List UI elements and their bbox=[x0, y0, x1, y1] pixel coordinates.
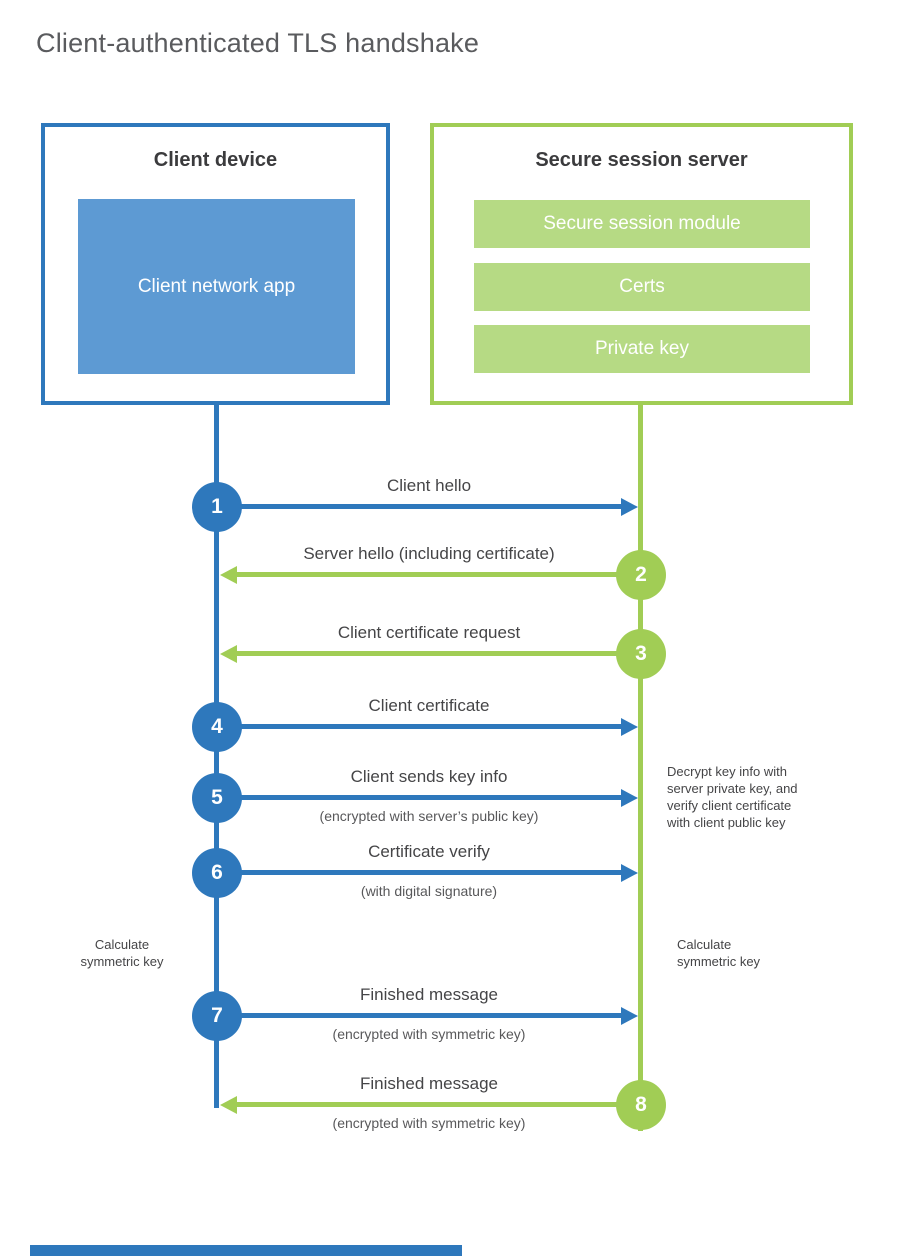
note-decrypt-key-info: Decrypt key info with server private key… bbox=[667, 764, 798, 830]
step-number: 1 bbox=[211, 495, 223, 518]
message-sublabel: (encrypted with symmetric key) bbox=[332, 1115, 526, 1131]
message-sublabel: (encrypted with server’s public key) bbox=[319, 808, 539, 824]
message-sublabel: (with digital signature) bbox=[360, 883, 498, 899]
message-sublabel: (encrypted with symmetric key) bbox=[332, 1026, 526, 1042]
step-number-badge: 5 bbox=[192, 773, 242, 823]
client-network-app-box: Client network app bbox=[78, 199, 355, 374]
message-arrow-line bbox=[230, 795, 621, 800]
message-arrow-line bbox=[230, 724, 621, 729]
message-arrow-line bbox=[237, 572, 628, 577]
message-label: Client certificate bbox=[368, 696, 490, 715]
message-arrow-line bbox=[237, 1102, 628, 1107]
step-number-badge: 4 bbox=[192, 702, 242, 752]
step-number: 6 bbox=[211, 861, 223, 884]
message-label: Client sends key info bbox=[350, 767, 508, 786]
server-module-bar: Secure session module bbox=[474, 200, 810, 248]
message-label: Finished message bbox=[360, 1074, 498, 1093]
message-arrowhead-icon bbox=[621, 718, 638, 736]
message-arrow-line bbox=[230, 1013, 621, 1018]
client-device-title: Client device bbox=[153, 149, 278, 171]
step-number-badge: 1 bbox=[192, 482, 242, 532]
note-calculate-symmetric-key-client: Calculate symmetric key bbox=[80, 937, 164, 969]
message-arrowhead-icon bbox=[220, 566, 237, 584]
step-number-badge: 3 bbox=[616, 629, 666, 679]
message-arrow-line bbox=[237, 651, 628, 656]
message-arrow-line bbox=[230, 504, 621, 509]
message-arrowhead-icon bbox=[621, 498, 638, 516]
message-arrowhead-icon bbox=[621, 864, 638, 882]
step-number: 4 bbox=[211, 715, 223, 738]
message-label: Client hello bbox=[386, 476, 472, 495]
step-number-badge: 8 bbox=[616, 1080, 666, 1130]
note-calculate-symmetric-key-server: Calculate symmetric key bbox=[677, 937, 761, 969]
step-number-badge: 7 bbox=[192, 991, 242, 1041]
message-label: Client certificate request bbox=[337, 623, 521, 642]
server-lifeline bbox=[638, 405, 643, 1131]
message-label: Finished message bbox=[360, 985, 498, 1004]
message-arrowhead-icon bbox=[220, 1096, 237, 1114]
page-title: Client-authenticated TLS handshake bbox=[36, 28, 480, 58]
message-label: Certificate verify bbox=[368, 842, 490, 861]
message-arrowhead-icon bbox=[220, 645, 237, 663]
step-number: 8 bbox=[635, 1093, 647, 1116]
step-number-badge: 6 bbox=[192, 848, 242, 898]
step-number: 2 bbox=[635, 563, 647, 586]
message-label: Server hello (including certificate) bbox=[303, 544, 555, 563]
message-arrowhead-icon bbox=[621, 1007, 638, 1025]
step-number: 5 bbox=[211, 786, 223, 809]
client-lifeline bbox=[214, 405, 219, 1108]
server-module-bar: Certs bbox=[474, 263, 810, 311]
server-module-bar: Private key bbox=[474, 325, 810, 373]
secure-session-server-title: Secure session server bbox=[535, 149, 748, 171]
step-number: 7 bbox=[211, 1004, 223, 1027]
message-arrow-line bbox=[230, 870, 621, 875]
step-number-badge: 2 bbox=[616, 550, 666, 600]
step-number: 3 bbox=[635, 642, 647, 665]
bottom-accent-bar bbox=[30, 1245, 462, 1256]
message-arrowhead-icon bbox=[621, 789, 638, 807]
